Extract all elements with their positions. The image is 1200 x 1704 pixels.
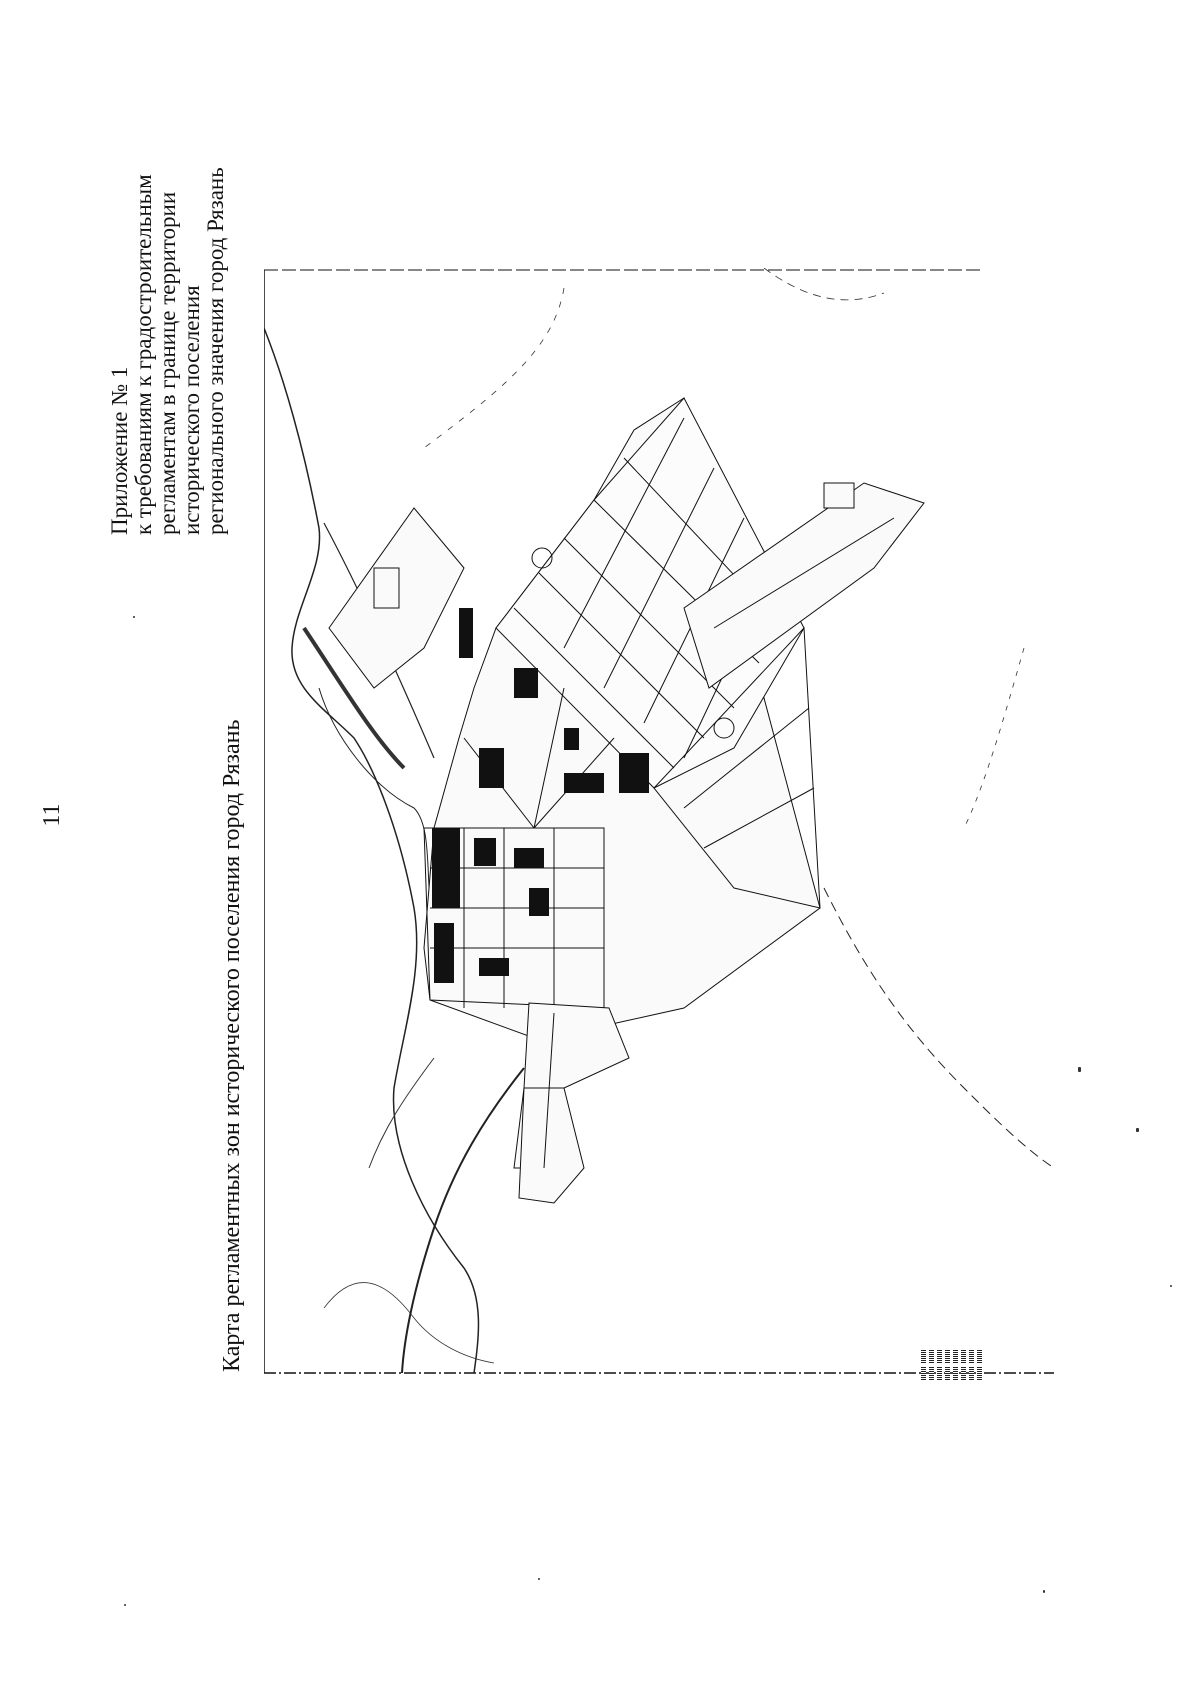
east-block xyxy=(823,482,855,509)
zoning-map xyxy=(264,268,1059,1376)
eastern-extension xyxy=(683,482,925,689)
building-block-10 xyxy=(564,728,579,750)
river-embankment xyxy=(302,626,406,770)
river-bank-inner xyxy=(318,687,435,929)
railway-line xyxy=(401,1067,525,1374)
south-street-axis xyxy=(543,1012,555,1169)
legend-row xyxy=(968,1230,976,1380)
legend-row xyxy=(952,1230,960,1380)
legend-row xyxy=(920,1230,928,1380)
grid-street-16 xyxy=(683,707,810,809)
eastern-quarters xyxy=(653,626,821,909)
building-block-5 xyxy=(564,773,604,793)
legend-row xyxy=(944,1230,952,1380)
contour-east xyxy=(963,647,1025,829)
appendix-line-3: регламентам в границе территории xyxy=(155,191,180,535)
grid-street-17 xyxy=(703,787,815,849)
appendix-line-1: Приложение № 1 xyxy=(107,366,132,535)
octagon-square-east xyxy=(713,717,735,739)
scan-speck xyxy=(124,1604,126,1606)
scan-speck xyxy=(1078,1067,1081,1072)
building-block-6 xyxy=(619,753,649,793)
scan-speck xyxy=(1043,1590,1045,1593)
legend-row xyxy=(976,1230,984,1380)
appendix-line-2: к требованиям к градостроительным xyxy=(131,174,156,535)
southern-extension xyxy=(513,1002,630,1204)
legend-row xyxy=(960,1230,968,1380)
grid-street-1 xyxy=(513,607,675,769)
grid-street-7 xyxy=(603,467,715,689)
building-block-4 xyxy=(514,848,544,868)
building-block-9 xyxy=(459,608,473,658)
appendix-caption: Приложение № 1 к требованиям к градостро… xyxy=(107,55,266,535)
appendix-line-4: исторического поселения xyxy=(179,285,204,535)
building-block-8 xyxy=(479,748,504,788)
contour-north xyxy=(423,287,565,449)
page-number: 11 xyxy=(39,803,65,827)
map-legend xyxy=(920,1230,1070,1380)
appendix-line-5: регионального значения город Рязань xyxy=(203,167,228,535)
grid-street-3 xyxy=(563,537,735,709)
contour-top xyxy=(763,268,885,301)
building-block-12 xyxy=(479,958,509,976)
historic-zone xyxy=(423,397,821,1039)
contour-south xyxy=(323,1282,495,1364)
scan-speck xyxy=(538,1578,540,1580)
building-block-11 xyxy=(529,888,549,916)
map-drawing xyxy=(264,268,1055,1374)
building-block-2 xyxy=(434,923,454,983)
legend-row xyxy=(936,1230,944,1380)
grid-street-6 xyxy=(563,417,685,649)
east-street-axis xyxy=(713,517,895,629)
river-district-building xyxy=(373,567,400,609)
river-bank-east xyxy=(823,887,1055,1169)
legend-row xyxy=(928,1230,936,1380)
dense-buildings xyxy=(432,608,649,983)
south-end-block xyxy=(518,1087,585,1204)
building-block-1 xyxy=(432,828,460,908)
radial-street-3 xyxy=(533,687,565,829)
river-district xyxy=(328,507,465,689)
octagon-square-north xyxy=(531,547,553,569)
scan-speck xyxy=(133,616,135,618)
building-block-7 xyxy=(514,668,538,698)
map-title: Карта регламентных зон исторического пос… xyxy=(219,719,245,1372)
grid-street-2 xyxy=(538,572,705,739)
scan-speck xyxy=(1170,1285,1172,1287)
scan-speck xyxy=(1136,1128,1139,1132)
road-line xyxy=(368,1057,435,1169)
building-block-3 xyxy=(474,838,496,866)
